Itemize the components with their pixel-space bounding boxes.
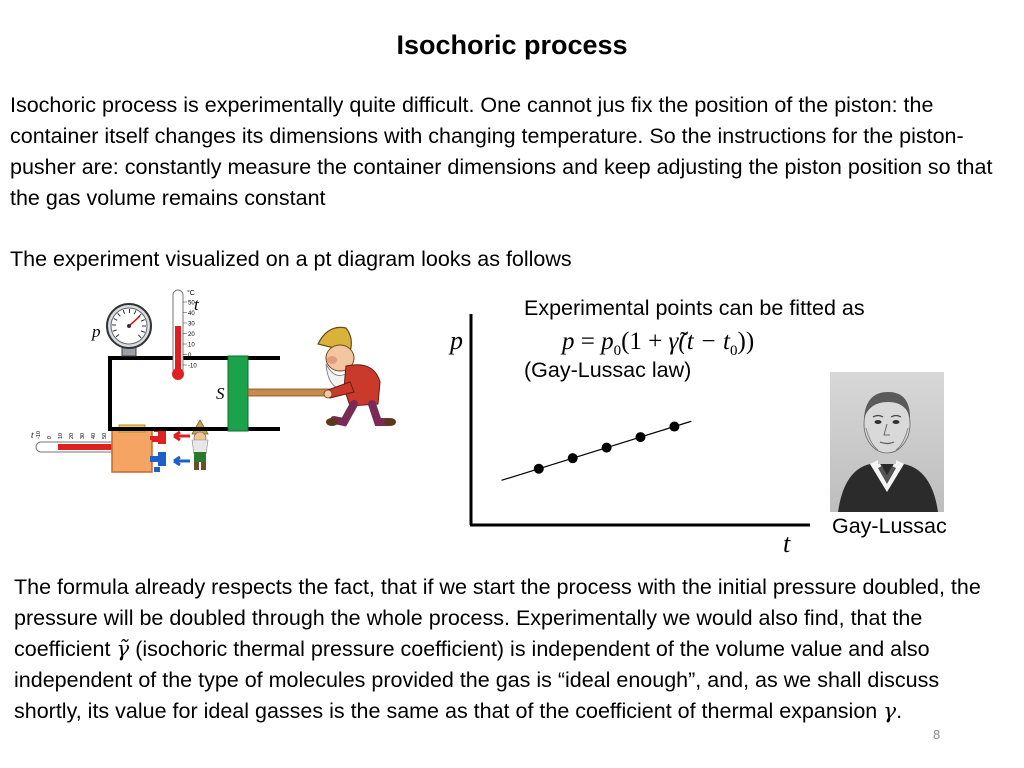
law-caption: (Gay-Lussac law): [524, 358, 692, 382]
formula-open: (1 +: [621, 328, 669, 355]
gauge-tick: [133, 310, 137, 315]
slide-title: Isochoric process: [396, 30, 628, 60]
cold-arrow-icon: [173, 455, 190, 467]
side-thermometer-tick-label: 40: [91, 433, 97, 439]
data-point: [669, 421, 680, 432]
gauge-tick: [112, 329, 117, 332]
gauge-tick: [113, 318, 118, 321]
piston: [227, 355, 249, 432]
t-axis-label: t: [783, 529, 791, 558]
piston-rod: [247, 388, 331, 397]
conclusion-end: .: [896, 699, 903, 723]
side-thermometer-tick-label: 30: [80, 433, 86, 439]
gamma-symbol: γ: [883, 699, 897, 724]
formula-sub-0: 0: [613, 343, 622, 359]
formula-equals: =: [574, 328, 602, 355]
conclusion-paragraph: The formula already respects the fact, t…: [14, 572, 1004, 727]
data-point: [635, 432, 646, 443]
gauge-tick: [140, 319, 145, 322]
formula-gamma: γ̃: [668, 328, 679, 355]
formula-p: p: [562, 328, 575, 355]
pressure-gauge: [106, 303, 152, 357]
side-thermometer-tick-label: 0: [47, 436, 53, 439]
slide-number: 8: [933, 727, 941, 742]
piston-pusher-dwarf: [317, 326, 396, 427]
side-thermometer-tick-label: 20: [69, 433, 75, 439]
formula-sub-t0: 0: [730, 343, 738, 359]
apparatus-illustration: -10 0 10 20 30 40 50 t S: [31, 289, 396, 473]
vertical-thermometer: 50 40 30 20 10 0 -10 °C: [172, 289, 197, 380]
data-point: [567, 453, 578, 464]
data-point: [601, 442, 612, 453]
piston-label: S: [216, 384, 225, 403]
thermometer-tick-label: -10: [188, 364, 197, 370]
pt-diagram: p t: [448, 314, 810, 558]
conclusion-text: The formula already respects the fact, t…: [14, 575, 981, 661]
side-thermometer-tick-label: 50: [102, 433, 108, 439]
side-thermometer-tick-label: 10: [58, 433, 64, 439]
gauge-tick: [122, 309, 126, 314]
gay-lussac-portrait: [830, 372, 944, 512]
formula-rest: (t − t: [678, 328, 730, 355]
thermometer-unit: °C: [187, 289, 195, 297]
side-thermometer-label: t: [31, 430, 34, 440]
conclusion-text-2: (isochoric thermal pressure coefficient)…: [14, 637, 940, 723]
cold-valve: [150, 452, 166, 472]
gauge-tick: [138, 334, 142, 339]
formula-p0: p: [601, 328, 614, 355]
thermometer-tick-label: 20: [188, 332, 195, 338]
thermometer-label: t: [194, 295, 200, 314]
gauge-label: p: [91, 322, 101, 341]
gas-container: [108, 356, 280, 431]
gauge-tick: [140, 330, 145, 333]
thermometer-tick-label: 0: [188, 353, 192, 359]
hot-arrow-icon: [173, 430, 190, 442]
gay-lussac-formula: p = p0(1 + γ̃(t − t0)): [562, 328, 754, 360]
portrait-caption: Gay-Lussac: [832, 514, 947, 538]
data-point: [533, 463, 544, 474]
thermometer-tick-label: 30: [188, 322, 195, 328]
thermometer-tick-label: 10: [188, 343, 195, 349]
gamma-tilde-symbol: γ̃: [116, 637, 130, 662]
side-thermometer-tick-label: -10: [36, 431, 42, 439]
formula-close: )): [737, 328, 755, 355]
intro-paragraph: Isochoric process is experimentally quit…: [10, 93, 993, 210]
fit-line: [501, 420, 692, 481]
diagram-intro: The experiment visualized on a pt diagra…: [10, 247, 572, 271]
gauge-tick: [115, 333, 120, 338]
heater-box: [111, 429, 153, 473]
thermometer-tick-label: 50: [188, 301, 195, 307]
thermometer-tick-label: 40: [188, 311, 195, 317]
fit-caption: Experimental points can be fitted as: [524, 296, 865, 320]
p-axis-label: p: [448, 326, 463, 355]
gauge-tick: [117, 313, 121, 317]
